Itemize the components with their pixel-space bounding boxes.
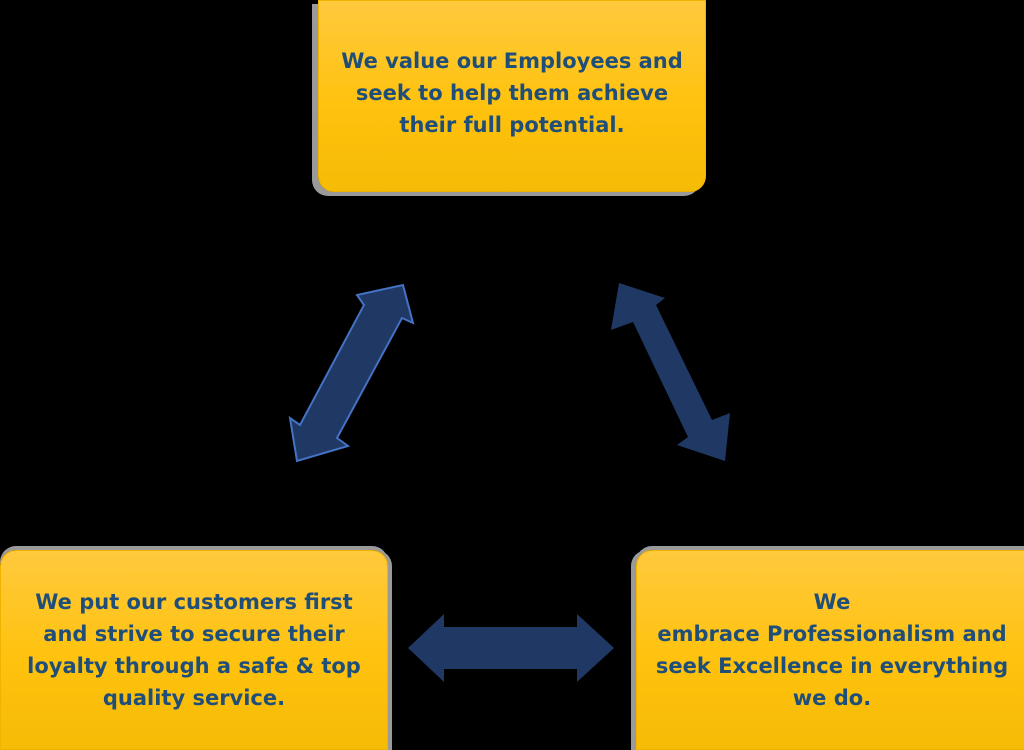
double-arrow-employees-professionalism-icon (611, 283, 730, 461)
employees-value-box: We value our Employees and seek to help … (318, 0, 706, 192)
customers-value-box: We put our customers first and strive to… (0, 550, 388, 750)
double-arrow-customers-professionalism-icon (408, 614, 614, 682)
customers-value-text: We put our customers first and strive to… (27, 590, 361, 710)
employees-value-text: We value our Employees and seek to help … (341, 49, 683, 137)
professionalism-value-text: We embrace Professionalism and seek Exce… (655, 590, 1009, 710)
professionalism-value-box: We embrace Professionalism and seek Exce… (636, 550, 1024, 750)
double-arrow-employees-customers-icon (288, 283, 415, 463)
